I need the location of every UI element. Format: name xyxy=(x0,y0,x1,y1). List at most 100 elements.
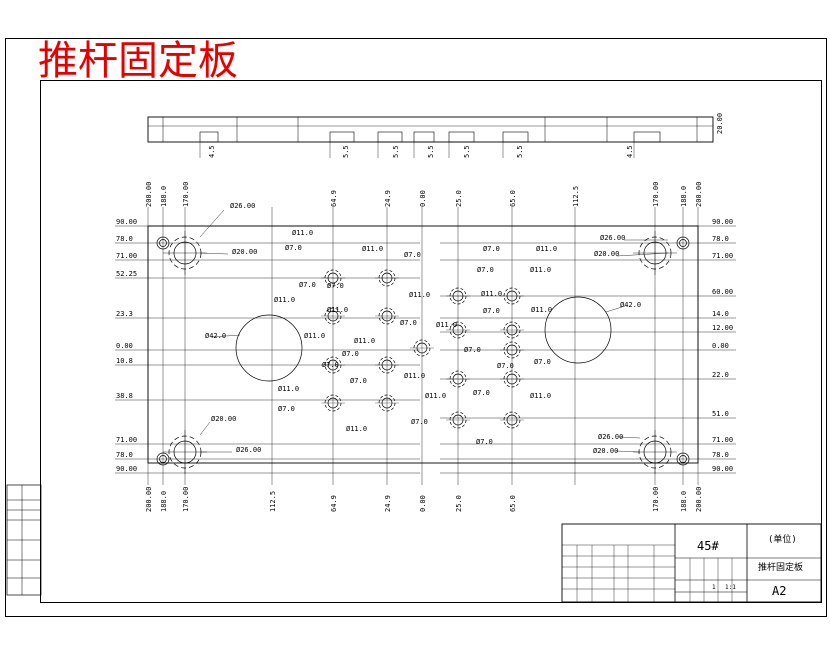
dim-top-label: 188.0 xyxy=(680,186,688,207)
hole-callout: Ø11.0 xyxy=(354,337,375,345)
hole-callout: Ø20.00 xyxy=(232,248,257,256)
hole-callout: Ø7.0 xyxy=(464,346,481,354)
callout-leader xyxy=(199,209,225,238)
count-label: 1 xyxy=(712,584,716,591)
scale-label: 1:1 xyxy=(725,584,736,591)
title-block-frame xyxy=(561,523,822,603)
hole-callout: Ø11.0 xyxy=(327,306,348,314)
dim-top-label: 188.0 xyxy=(160,186,168,207)
drawing-title: 推杆固定板 xyxy=(38,38,238,84)
left-revision-strip xyxy=(6,484,42,596)
dim-right-label: 78.0 xyxy=(712,235,729,243)
hole-callout: Ø7.0 xyxy=(322,361,339,369)
hole-callout: Ø11.0 xyxy=(404,372,425,380)
hole-callout: Ø11.0 xyxy=(274,296,295,304)
hole-callout: Ø7.0 xyxy=(473,389,490,397)
corner-screw-hole-inner xyxy=(679,455,687,463)
depth-label: 5.5 xyxy=(427,145,435,158)
hole-callout: Ø11.0 xyxy=(346,425,367,433)
side-view-thickness-label: 20.00 xyxy=(716,113,724,134)
corner-screw-hole-inner xyxy=(679,239,687,247)
hole-callout: Ø7.0 xyxy=(497,362,514,370)
dim-bottom-label: 64.9 xyxy=(330,495,338,512)
large-hole-right xyxy=(544,296,612,364)
dim-bottom-label: 25.0 xyxy=(455,495,463,512)
sheet-size-label: A2 xyxy=(772,584,786,598)
outer-frame xyxy=(5,38,827,617)
dim-top-label: 24.9 xyxy=(384,190,392,207)
dim-right-label: 90.00 xyxy=(712,218,733,226)
depth-label: 5.5 xyxy=(342,145,350,158)
dim-top-label: 112.5 xyxy=(572,186,580,207)
callout-leader xyxy=(605,305,626,313)
hole-callout: Ø20.00 xyxy=(593,447,618,455)
counterbore-section xyxy=(199,131,219,143)
corner-screw-hole xyxy=(156,236,170,250)
hole-callout: Ø26.00 xyxy=(598,433,623,441)
callout-leader xyxy=(211,334,241,338)
hole-callout: Ø11.0 xyxy=(425,392,446,400)
callout-leader xyxy=(199,421,211,436)
callout-leader xyxy=(618,436,641,439)
hole-callout: Ø7.0 xyxy=(534,358,551,366)
hole-callout: Ø11.0 xyxy=(409,291,430,299)
dim-right-label: 0.00 xyxy=(712,342,729,350)
dim-bottom-label: 188.0 xyxy=(160,491,168,512)
dim-bottom-label: 170.00 xyxy=(652,487,660,512)
depth-label: 5.5 xyxy=(516,145,524,158)
hole-callout: Ø7.0 xyxy=(278,405,295,413)
plate-view: 200.00 188.0 170.00 64.9 24.9 0.00 25.0 65.0 112… xyxy=(115,182,736,512)
dim-top-label: 170.00 xyxy=(652,182,660,207)
hole-callout: Ø11.0 xyxy=(436,321,457,329)
dim-right-label: 71.00 xyxy=(712,252,733,260)
dim-top-label: 0.00 xyxy=(419,190,427,207)
hole-callout: Ø11.0 xyxy=(536,245,557,253)
dim-left-label: 38.8 xyxy=(116,392,133,400)
hole-callout: Ø11.0 xyxy=(304,332,325,340)
dim-right-label: 60.00 xyxy=(712,288,733,296)
hole-callout: Ø7.0 xyxy=(411,418,428,426)
hole-callout: Ø42.0 xyxy=(205,332,226,340)
counterbore-section xyxy=(329,131,355,143)
hole-callout: Ø26.00 xyxy=(230,202,255,210)
dim-top-label: 25.0 xyxy=(455,190,463,207)
dim-left-label: 52.25 xyxy=(116,270,137,278)
dim-top-label: 200.00 xyxy=(145,182,153,207)
hole-callout: Ø7.0 xyxy=(476,438,493,446)
hole-callout: Ø11.0 xyxy=(530,392,551,400)
hole-callout: Ø7.0 xyxy=(483,307,500,315)
dim-left-label: 90.00 xyxy=(116,218,137,226)
dim-right-label: 22.0 xyxy=(712,371,729,379)
counterbore-section xyxy=(448,131,475,143)
corner-screw-hole xyxy=(156,452,170,466)
corner-screw-hole xyxy=(676,236,690,250)
large-hole-left xyxy=(235,314,303,382)
part-name-label: 推杆固定板 xyxy=(758,561,803,573)
hole-callout: Ø7.0 xyxy=(299,281,316,289)
depth-label: 4.5 xyxy=(208,145,216,158)
counterbore-section xyxy=(377,131,403,143)
dim-top-label: 200.00 xyxy=(695,182,703,207)
hole-callout: Ø7.0 xyxy=(400,319,417,327)
dim-left-label: 71.00 xyxy=(116,252,137,260)
hole-callout: Ø7.0 xyxy=(483,245,500,253)
corner-screw-hole-inner xyxy=(159,455,167,463)
counterbore-section xyxy=(413,131,435,143)
material-label: 45# xyxy=(697,539,719,553)
hole-callout: Ø11.0 xyxy=(530,266,551,274)
hole-callout: Ø11.0 xyxy=(481,290,502,298)
counterbore-section xyxy=(502,131,529,143)
dim-top-label: 65.0 xyxy=(509,190,517,207)
dim-left-label: 0.00 xyxy=(116,342,133,350)
hole-callout: Ø7.0 xyxy=(327,282,344,290)
callout-leader xyxy=(616,252,669,257)
hole-callout: Ø7.0 xyxy=(285,244,302,252)
inner-frame xyxy=(40,80,822,603)
hole-callout: Ø42.0 xyxy=(620,301,641,309)
hole-callout: Ø11.0 xyxy=(362,245,383,253)
counterbore-section xyxy=(633,131,661,143)
dim-top-label: 170.00 xyxy=(182,182,190,207)
depth-label: 5.5 xyxy=(392,145,400,158)
